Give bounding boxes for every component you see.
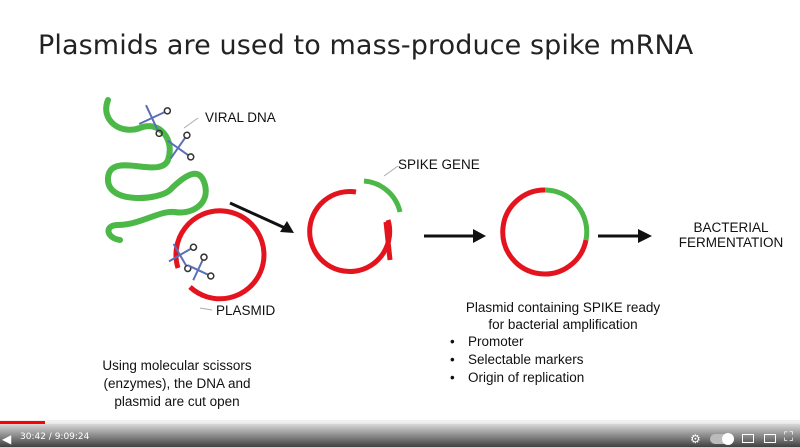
- feature-list: Promoter Selectable markers Origin of re…: [448, 334, 584, 388]
- scissors-caption: Using molecular scissors (enzymes), the …: [72, 357, 282, 411]
- plasmid-ready-line: Plasmid containing SPIKE ready: [465, 300, 661, 315]
- arrow-to-recombinant-plasmid: [424, 229, 486, 243]
- plasmid-label: PLASMID: [216, 303, 276, 318]
- bacterial-label-line1: BACTERIAL: [693, 220, 769, 235]
- spike-gene-leader: [383, 165, 399, 177]
- scissors-icon: [167, 131, 195, 161]
- autoplay-knob: [722, 433, 734, 445]
- bacterial-fermentation-label: BACTERIAL FERMENTATION: [676, 220, 786, 250]
- slide-title: Plasmids are used to mass-produce spike …: [38, 30, 694, 61]
- plasmid-diagram: [103, 97, 652, 311]
- viral-dna-strand: [103, 97, 209, 243]
- scissors-caption-line: Using molecular scissors: [102, 358, 252, 373]
- feature-item: Promoter: [448, 334, 584, 352]
- theater-icon[interactable]: [764, 434, 776, 443]
- plasmid-ready-caption: Plasmid containing SPIKE ready for bacte…: [448, 299, 678, 333]
- spike-gene-fragment: [363, 178, 403, 213]
- viral-dna-label: VIRAL DNA: [205, 110, 276, 125]
- open-plasmid-ring-right: [383, 221, 393, 261]
- scissors-caption-line: plasmid are cut open: [114, 394, 240, 409]
- plasmid-ring: [173, 208, 267, 302]
- autoplay-toggle[interactable]: [710, 433, 734, 445]
- feature-item: Origin of replication: [448, 370, 584, 388]
- recombinant-plasmid-red: [500, 187, 589, 277]
- fullscreen-icon[interactable]: ⛶: [784, 429, 794, 444]
- settings-icon[interactable]: ⚙: [690, 432, 701, 446]
- recombinant-plasmid-green: [544, 187, 590, 241]
- open-plasmid-ring: [307, 189, 393, 274]
- scissors-icon: [187, 253, 215, 281]
- volume-icon[interactable]: ◀: [2, 432, 12, 446]
- bacterial-label-line2: FERMENTATION: [678, 235, 784, 250]
- miniplayer-icon[interactable]: [742, 434, 754, 443]
- scissors-caption-line: (enzymes), the DNA and: [103, 376, 251, 391]
- time-display: 30:42 / 9:09:24: [20, 432, 90, 442]
- viral-dna-leader: [183, 117, 199, 129]
- progress-fill: [0, 421, 45, 424]
- feature-item: Selectable markers: [448, 352, 584, 370]
- plasmid-leader: [199, 307, 213, 311]
- video-player-controls: [0, 420, 800, 447]
- plasmid-ready-line: for bacterial amplification: [488, 317, 638, 332]
- arrow-to-fermentation: [598, 229, 652, 243]
- scissors-icon: [138, 104, 172, 138]
- spike-gene-label: SPIKE GENE: [398, 157, 480, 172]
- progress-bar[interactable]: [0, 421, 800, 424]
- arrow-to-cut-plasmid: [229, 201, 294, 233]
